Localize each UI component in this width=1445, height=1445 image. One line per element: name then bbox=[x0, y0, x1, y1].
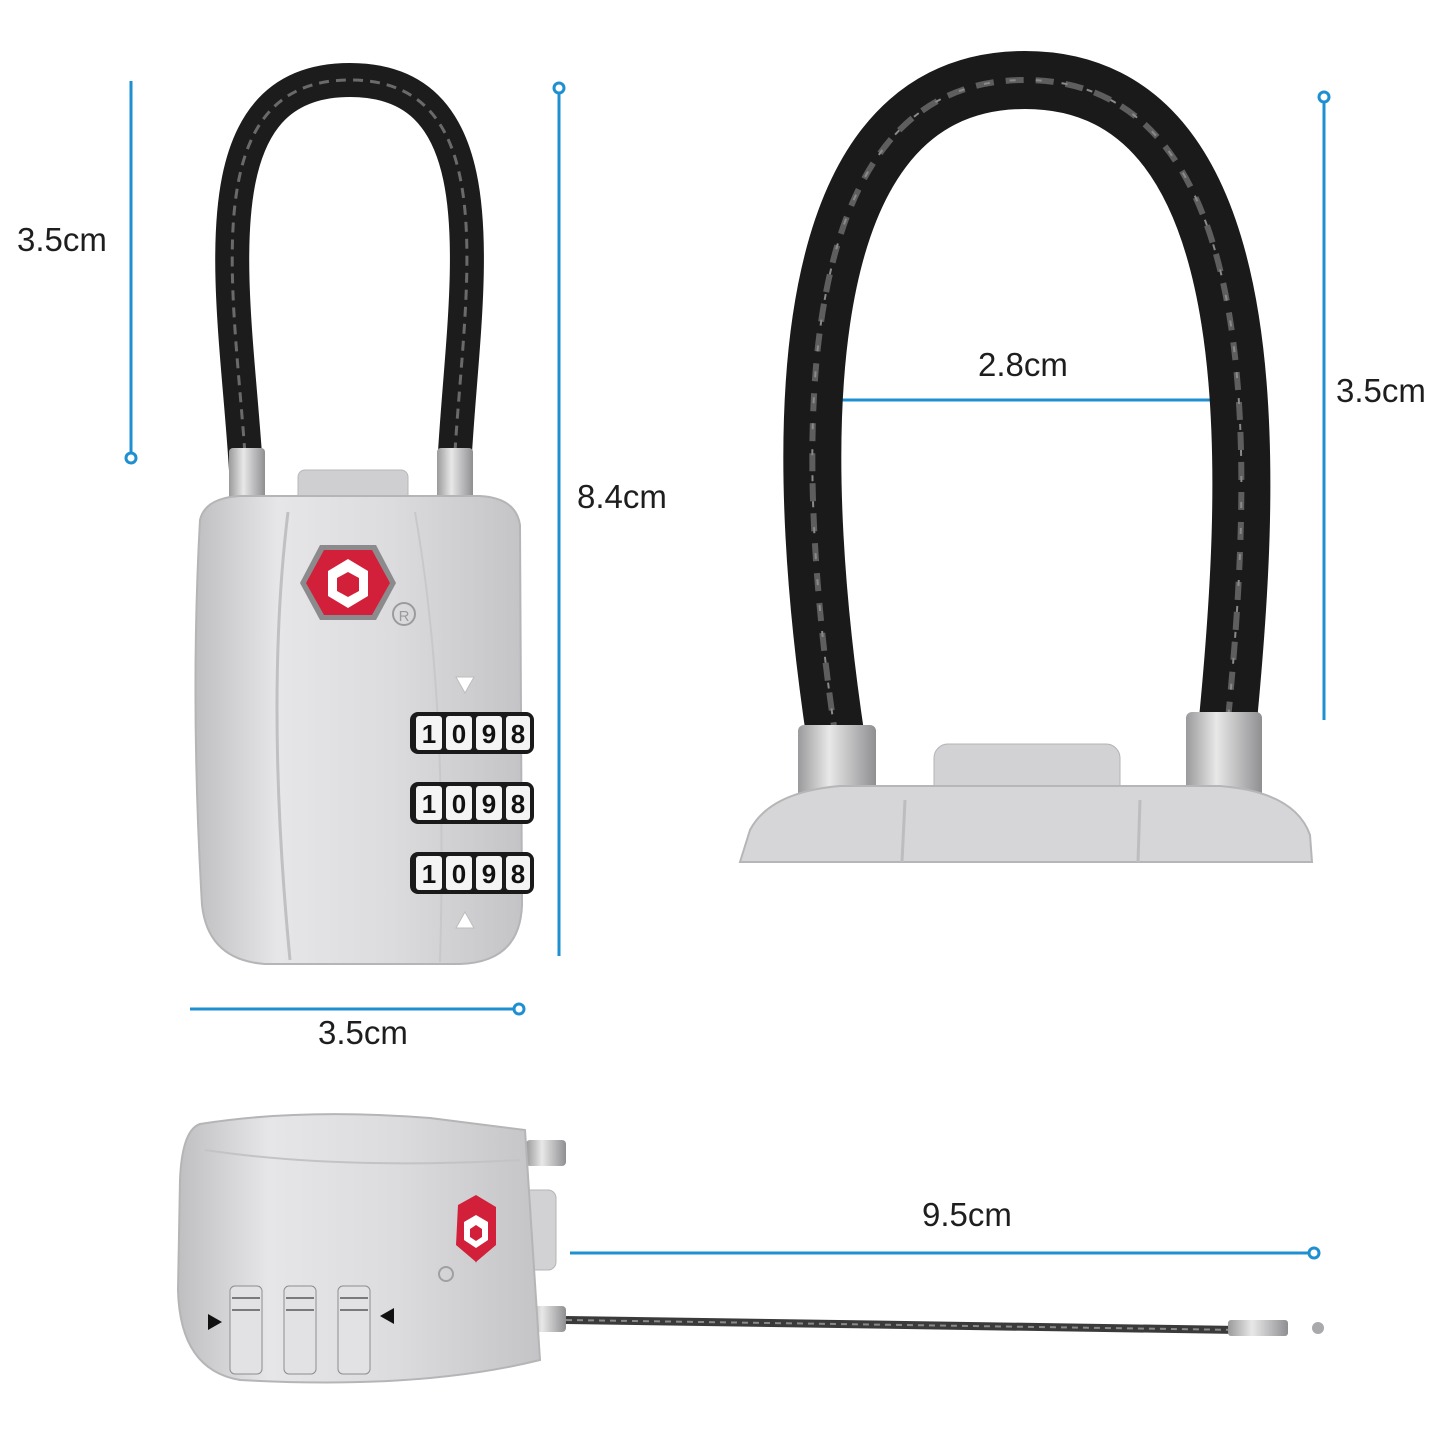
wheel-3-digit-1[interactable]: 1 bbox=[422, 859, 436, 889]
shackle-height-label: 3.5cm bbox=[17, 221, 107, 258]
wheel-3-digit-4[interactable]: 8 bbox=[511, 859, 525, 889]
wheel-1-digit-1[interactable]: 1 bbox=[422, 719, 436, 749]
wheel-2-digit-4[interactable]: 8 bbox=[511, 789, 525, 819]
registered-mark: R bbox=[399, 608, 410, 625]
cable-inner-width-label: 2.8cm bbox=[978, 346, 1068, 383]
lock-side-view bbox=[176, 1113, 1324, 1384]
cable-loop-height-label: 3.5cm bbox=[1336, 372, 1426, 409]
body-width-label: 3.5cm bbox=[318, 1014, 408, 1051]
wheel-2-digit-1[interactable]: 1 bbox=[422, 789, 436, 819]
wheel-1-digit-4[interactable]: 8 bbox=[511, 719, 525, 749]
cable-closeup-view bbox=[738, 50, 1314, 863]
wheel-3-digit-2[interactable]: 0 bbox=[452, 859, 466, 889]
wheel-1-digit-2[interactable]: 0 bbox=[452, 719, 466, 749]
combination-wheels: 1 0 9 8 1 0 9 8 1 0 9 8 bbox=[410, 712, 534, 894]
wheel-2-digit-2[interactable]: 0 bbox=[452, 789, 466, 819]
tsa-logo bbox=[300, 545, 396, 620]
cable-length-label: 9.5cm bbox=[922, 1196, 1012, 1233]
lock-front-view: R 1 0 9 8 1 0 9 8 bbox=[194, 62, 534, 965]
wheel-2-digit-3[interactable]: 9 bbox=[482, 789, 496, 819]
dimension-lines bbox=[124, 81, 1331, 1260]
wheel-3-digit-3[interactable]: 9 bbox=[482, 859, 496, 889]
wheel-1-digit-3[interactable]: 9 bbox=[482, 719, 496, 749]
tsa-logo-side bbox=[456, 1195, 496, 1263]
total-height-label: 8.4cm bbox=[577, 478, 667, 515]
